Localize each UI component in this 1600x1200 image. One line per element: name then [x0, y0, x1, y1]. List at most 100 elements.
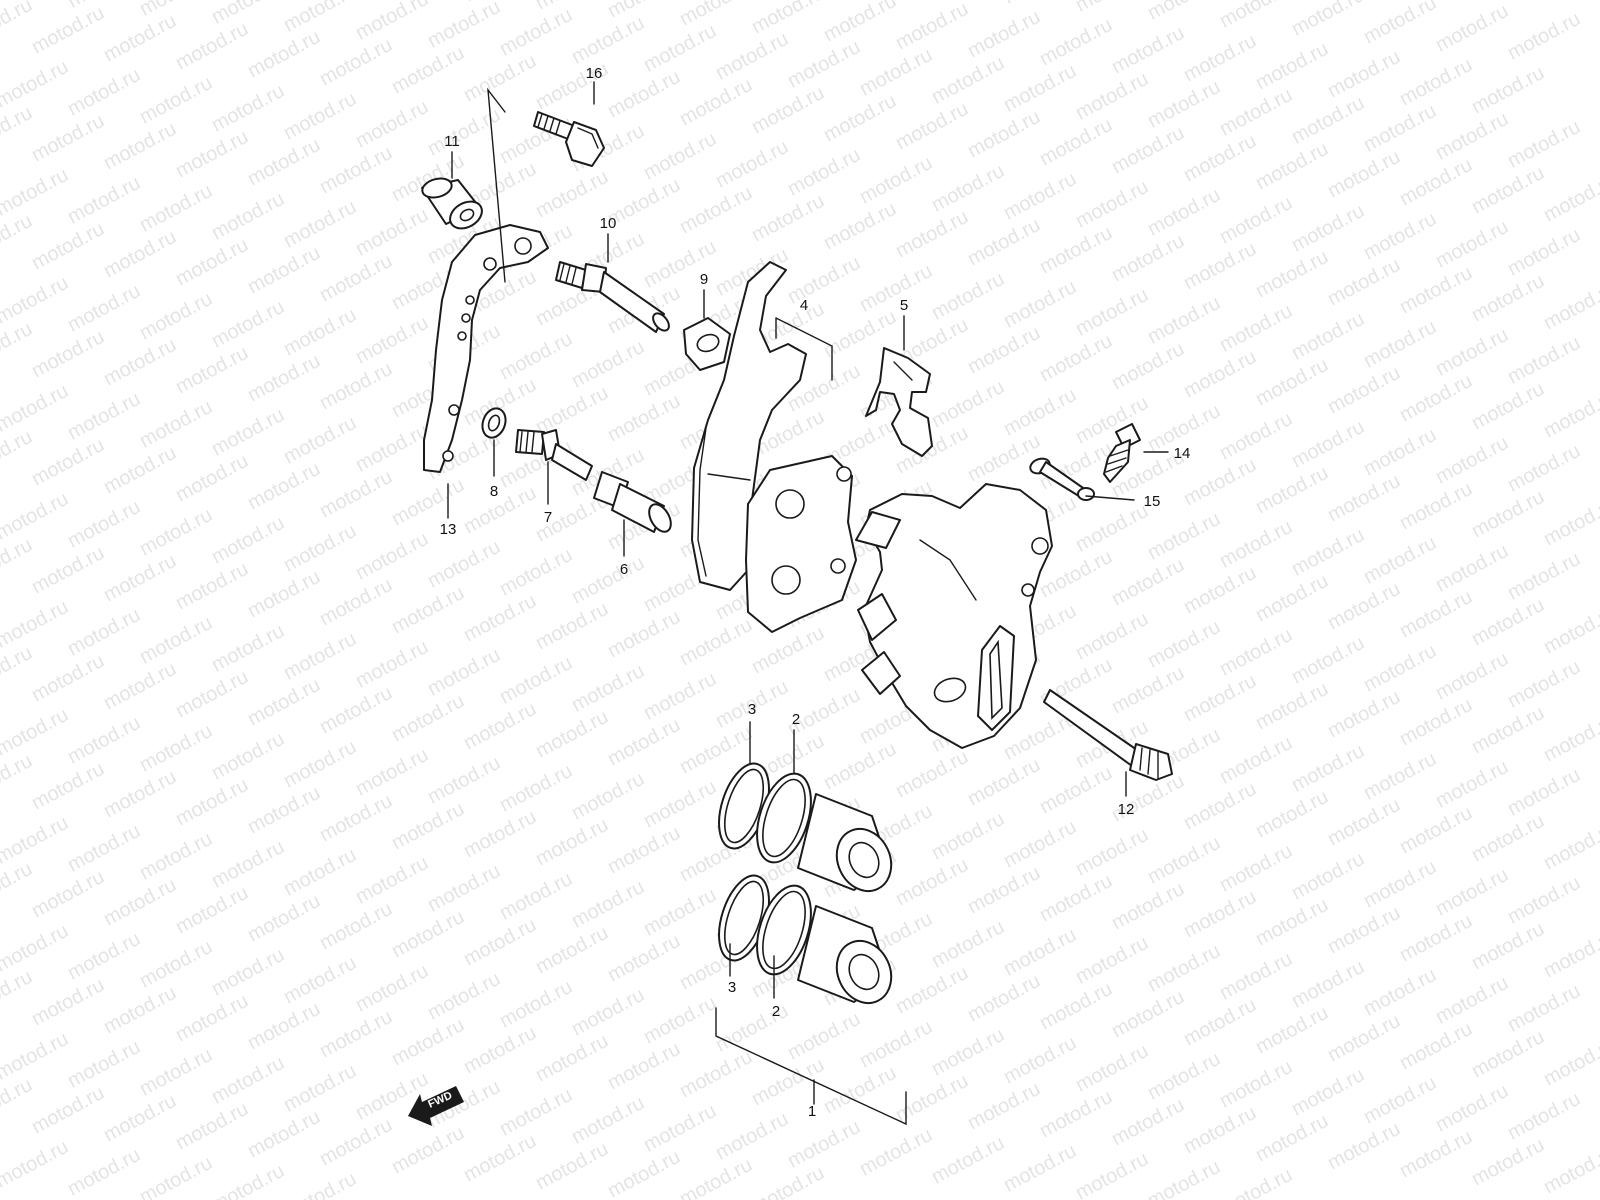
watermark-text: motod.ru	[1432, 972, 1512, 1028]
watermark-text: motod.ru	[280, 0, 360, 36]
watermark-text: motod.ru	[1468, 702, 1548, 758]
watermark-text: motod.ru	[1072, 608, 1152, 664]
watermark-text: motod.ru	[1396, 478, 1476, 534]
watermark-text: motod.ru	[1432, 324, 1512, 380]
watermark-text: motod.ru	[1000, 816, 1080, 872]
watermark-text: motod.ru	[1072, 824, 1152, 880]
watermark-text: motod.ru	[100, 874, 180, 930]
watermark-text: motod.ru	[28, 2, 108, 58]
watermark-text: motod.ru	[604, 714, 684, 770]
watermark-text: motod.ru	[784, 1116, 864, 1172]
watermark-text: motod.ru	[172, 990, 252, 1046]
watermark-text: motod.ru	[244, 674, 324, 730]
watermark-text: motod.ru	[1000, 384, 1080, 440]
watermark-text: motod.ru	[1000, 924, 1080, 980]
watermark-text: motod.ru	[1000, 1140, 1080, 1196]
watermark-text: motod.ru	[1396, 802, 1476, 858]
watermark-text: motod.ru	[928, 808, 1008, 864]
callout-7: 7	[544, 509, 552, 526]
watermark-text: motod.ru	[1468, 1134, 1548, 1190]
watermark-text: motod.ru	[676, 74, 756, 130]
watermark-text: motod.ru	[1504, 1088, 1584, 1144]
watermark-text: motod.ru	[964, 754, 1044, 810]
watermark-text: motod.ru	[1144, 616, 1224, 672]
watermark-text: motod.ru	[892, 98, 972, 154]
piston-set-upper	[718, 762, 893, 893]
watermark-text: motod.ru	[1288, 740, 1368, 796]
part-13-bracket	[423, 224, 549, 473]
watermark-text: motod.ru	[280, 304, 360, 360]
watermark-text: motod.ru	[928, 1024, 1008, 1080]
watermark-text: motod.ru	[1324, 146, 1404, 202]
watermark-text: motod.ru	[388, 42, 468, 98]
watermark-text: motod.ru	[1396, 154, 1476, 210]
watermark-text: motod.ru	[1108, 1094, 1188, 1150]
watermark-text: motod.ru	[100, 766, 180, 822]
watermark-text: motod.ru	[280, 196, 360, 252]
watermark-text: motod.ru	[532, 382, 612, 438]
watermark-text: motod.ru	[1108, 22, 1188, 78]
leader-4-bracket	[775, 317, 833, 381]
watermark-text: motod.ru	[496, 328, 576, 384]
watermark-text: motod.ru	[28, 1082, 108, 1138]
watermark-text: motod.ru	[496, 760, 576, 816]
watermark-text: motod.ru	[1432, 432, 1512, 488]
watermark-text: motod.ru	[1540, 494, 1600, 550]
watermark-text: motod.ru	[64, 388, 144, 444]
watermark-text: motod.ru	[1144, 292, 1224, 348]
watermark-text: motod.ru	[892, 854, 972, 910]
watermark-text: motod.ru	[1504, 980, 1584, 1036]
watermark-text: motod.ru	[1504, 116, 1584, 172]
watermark-text: motod.ru	[208, 404, 288, 460]
watermark-text: motod.ru	[640, 776, 720, 832]
watermark-text: motod.ru	[856, 260, 936, 316]
watermark-text: motod.ru	[568, 984, 648, 1040]
watermark-text: motod.ru	[640, 20, 720, 76]
watermark-text: motod.ru	[1036, 978, 1116, 1034]
watermark-text: motod.ru	[172, 342, 252, 398]
watermark-text: motod.ru	[352, 960, 432, 1016]
watermark-text: motod.ru	[424, 752, 504, 808]
watermark-text: motod.ru	[1144, 1048, 1224, 1104]
watermark-text: motod.ru	[64, 712, 144, 768]
watermark-text: motod.ru	[136, 180, 216, 236]
watermark-text: motod.ru	[640, 128, 720, 184]
watermark-text: motod.ru	[0, 488, 72, 544]
watermark-text: motod.ru	[1360, 1072, 1440, 1128]
watermark-text: motod.ru	[460, 698, 540, 754]
watermark-text: motod.ru	[1180, 1102, 1260, 1158]
watermark-text: motod.ru	[676, 0, 756, 30]
watermark-text: motod.ru	[244, 458, 324, 514]
watermark-text: motod.ru	[892, 962, 972, 1018]
watermark-text: motod.ru	[1252, 1002, 1332, 1058]
watermark-text: motod.ru	[100, 10, 180, 66]
part-11-sleeve	[421, 177, 483, 230]
callout-3-upper: 3	[748, 701, 756, 718]
watermark-text: motod.ru	[1324, 470, 1404, 526]
watermark-text: motod.ru	[532, 1138, 612, 1194]
watermark-text: motod.ru	[1360, 208, 1440, 264]
watermark-text: motod.ru	[676, 1154, 756, 1200]
watermark-text: motod.ru	[1396, 54, 1476, 110]
watermark-text: motod.ru	[244, 998, 324, 1054]
watermark-text: motod.ru	[784, 144, 864, 200]
watermark-text: motod.ru	[136, 612, 216, 668]
watermark-text: motod.ru	[100, 226, 180, 282]
watermark-text: motod.ru	[1144, 832, 1224, 888]
watermark-text: motod.ru	[0, 704, 72, 760]
part-9-boot	[683, 317, 731, 371]
callout-4: 4	[800, 297, 808, 314]
watermark-text: motod.ru	[424, 968, 504, 1024]
watermark-text: motod.ru	[316, 574, 396, 630]
watermark-text: motod.ru	[820, 0, 900, 46]
watermark-text: motod.ru	[172, 558, 252, 614]
watermark-text: motod.ru	[928, 52, 1008, 108]
watermark-text: motod.ru	[1036, 222, 1116, 278]
watermark-text: motod.ru	[424, 536, 504, 592]
callout-1: 1	[808, 1103, 816, 1120]
watermark-text: motod.ru	[1144, 1156, 1224, 1200]
watermark-text: motod.ru	[1360, 856, 1440, 912]
watermark-text: motod.ru	[892, 1070, 972, 1126]
watermark-text: motod.ru	[460, 1022, 540, 1078]
